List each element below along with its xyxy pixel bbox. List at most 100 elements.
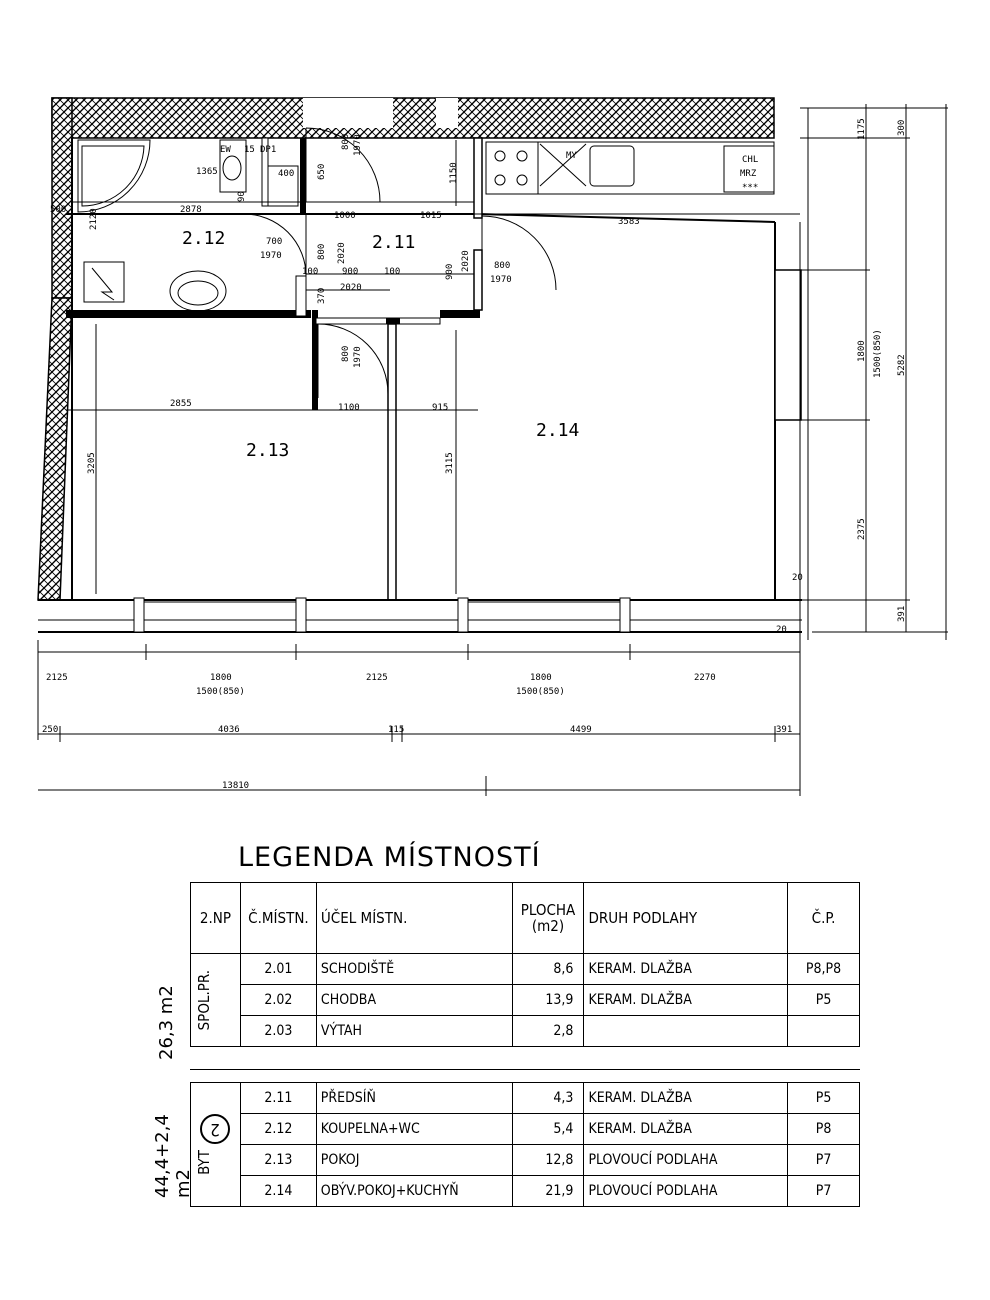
dim-3115: 3115 bbox=[445, 452, 455, 474]
fixture-label-chl: CHL bbox=[742, 155, 758, 165]
room-area: 8,6 bbox=[511, 953, 585, 985]
apartment-number-badge: 2 bbox=[200, 1114, 231, 1145]
group2-total: 44,4+2,4 m2 bbox=[152, 1114, 194, 1198]
dim-1015: 1015 bbox=[420, 211, 442, 221]
group1-label-cell: SPOL.PR. bbox=[190, 953, 241, 1047]
room-purpose: PŘEDSÍŇ bbox=[315, 1082, 513, 1114]
room-floor-type: PLOVOUCÍ PODLAHA bbox=[583, 1175, 789, 1207]
room-cp bbox=[787, 1015, 860, 1047]
room-number: 2.03 bbox=[239, 1015, 317, 1047]
room-purpose: POKOJ bbox=[315, 1144, 513, 1176]
dim-900-b: 900 bbox=[445, 264, 455, 280]
fixture-label-ew: EW bbox=[220, 145, 231, 155]
dim-650: 650 bbox=[317, 164, 327, 180]
room-purpose: SCHODIŠTĚ bbox=[315, 953, 513, 985]
room-cp: P5 bbox=[787, 1082, 860, 1114]
table-row: 2.03 VÝTAH 2,8 bbox=[191, 1015, 860, 1047]
dim-1175: 1175 bbox=[857, 118, 867, 140]
header-area: PLOCHA (m2) bbox=[511, 882, 585, 954]
fixture-label-stars: *** bbox=[742, 183, 758, 193]
room-floor-type: KERAM. DLAŽBA bbox=[583, 953, 789, 985]
dim-391: 391 bbox=[776, 725, 792, 735]
dim-300: 300 bbox=[897, 120, 907, 136]
room-number: 2.14 bbox=[239, 1175, 317, 1207]
room-number: 2.01 bbox=[239, 953, 317, 985]
vertical-dimension-texts: 800 1970 800 2020 1150 2120 900 2020 800… bbox=[87, 118, 907, 622]
room-cp: P7 bbox=[787, 1144, 860, 1176]
room-area: 12,8 bbox=[511, 1144, 585, 1176]
washing-machine-icon bbox=[222, 155, 242, 181]
legend-table-common: 2.NP Č.MÍSTN. ÚČEL MÍSTN. PLOCHA (m2) DR… bbox=[190, 882, 860, 1047]
dim-1000: 1000 bbox=[334, 211, 356, 221]
header-cp: Č.P. bbox=[787, 882, 860, 954]
room-cp: P8,P8 bbox=[787, 953, 860, 985]
interior-walls bbox=[38, 137, 802, 640]
group2-label-cell: 2 BYT bbox=[190, 1082, 241, 1207]
dim-250: 250 bbox=[42, 725, 58, 735]
dim-800-a: 800 bbox=[341, 134, 351, 150]
dim-2125-a: 2125 bbox=[46, 673, 68, 683]
dim-1970-a: 1970 bbox=[260, 251, 282, 261]
dim-20-a: 20 bbox=[792, 573, 803, 583]
dim-5282: 5282 bbox=[897, 354, 907, 376]
stove-icon bbox=[485, 141, 539, 195]
dim-100-b: 100 bbox=[384, 267, 400, 277]
dim-3205: 3205 bbox=[87, 452, 97, 474]
table-row: 2.02 CHODBA 13,9 KERAM. DLAŽBA P5 bbox=[191, 984, 860, 1016]
room-floor-type bbox=[583, 1015, 789, 1047]
dim-1500-r: 1500(850) bbox=[873, 329, 883, 378]
dim-500: 500 bbox=[50, 205, 66, 215]
fixtures bbox=[77, 139, 775, 312]
dim-915: 915 bbox=[432, 403, 448, 413]
floor-plan: 2.12 2.11 2.13 2.14 EW 15 DP1 MY CHL MRZ… bbox=[37, 97, 948, 796]
table-row: 2.12 KOUPELNA+WC 5,4 KERAM. DLAŽBA P8 bbox=[191, 1113, 860, 1145]
room-floor-type: KERAM. DLAŽBA bbox=[583, 984, 789, 1016]
dim-1970-d: 1970 bbox=[353, 346, 363, 368]
room-number: 2.02 bbox=[239, 984, 317, 1016]
dim-391-r: 391 bbox=[897, 606, 907, 622]
room-floor-type: PLOVOUCÍ PODLAHA bbox=[583, 1144, 789, 1176]
table-row: SPOL.PR. 2.01 SCHODIŠTĚ 8,6 KERAM. DLAŽB… bbox=[190, 953, 860, 1047]
fridge-icon bbox=[723, 145, 775, 193]
dim-2120: 2120 bbox=[89, 208, 99, 230]
dim-1800-a: 1800 bbox=[210, 673, 232, 683]
room-label-2-13: 2.13 bbox=[246, 440, 289, 461]
dim-115: 115 bbox=[388, 725, 404, 735]
room-cp: P5 bbox=[787, 984, 860, 1016]
group2-label: BYT bbox=[195, 1150, 213, 1175]
room-area: 4,3 bbox=[511, 1082, 585, 1114]
dim-400: 400 bbox=[278, 169, 294, 179]
room-cp: P7 bbox=[787, 1175, 860, 1207]
table-row: 2 BYT 2.11 PŘEDSÍŇ 4,3 KERAM. DLAŽBA P5 bbox=[190, 1082, 860, 1207]
dim-2855: 2855 bbox=[170, 399, 192, 409]
dim-800-c: 800 bbox=[494, 261, 510, 271]
room-label-2-11: 2.11 bbox=[372, 232, 415, 253]
room-purpose: CHODBA bbox=[315, 984, 513, 1016]
dim-2125-b: 2125 bbox=[366, 673, 388, 683]
dim-1150: 1150 bbox=[449, 162, 459, 184]
room-floor-type: KERAM. DLAŽBA bbox=[583, 1113, 789, 1145]
table-row: 2.13 POKOJ 12,8 PLOVOUCÍ PODLAHA P7 bbox=[191, 1144, 860, 1176]
dim-2270: 2270 bbox=[694, 673, 716, 683]
group1-total: 26,3 m2 bbox=[156, 985, 177, 1060]
dim-1800-r: 1800 bbox=[857, 340, 867, 362]
dim-4499: 4499 bbox=[570, 725, 592, 735]
fixture-label-my: MY bbox=[566, 151, 577, 161]
dim-1100: 1100 bbox=[338, 403, 360, 413]
dim-1970-b: 1970 bbox=[490, 275, 512, 285]
room-area: 5,4 bbox=[511, 1113, 585, 1145]
dim-700: 700 bbox=[266, 237, 282, 247]
dim-100-a: 100 bbox=[302, 267, 318, 277]
dim-2020-b: 2020 bbox=[340, 283, 362, 293]
header-floor: 2.NP bbox=[190, 882, 241, 954]
room-purpose: VÝTAH bbox=[315, 1015, 513, 1047]
header-purpose: ÚČEL MÍSTN. bbox=[315, 882, 513, 954]
dim-13810: 13810 bbox=[222, 781, 249, 791]
dim-1500-b: 1500(850) bbox=[516, 687, 565, 697]
group1-label: SPOL.PR. bbox=[195, 969, 213, 1031]
room-area: 2,8 bbox=[511, 1015, 585, 1047]
room-number: 2.12 bbox=[239, 1113, 317, 1145]
legend-title: LEGENDA MÍSTNOSTÍ bbox=[238, 842, 541, 873]
room-cp: P8 bbox=[787, 1113, 860, 1145]
dim-370: 370 bbox=[317, 288, 327, 304]
